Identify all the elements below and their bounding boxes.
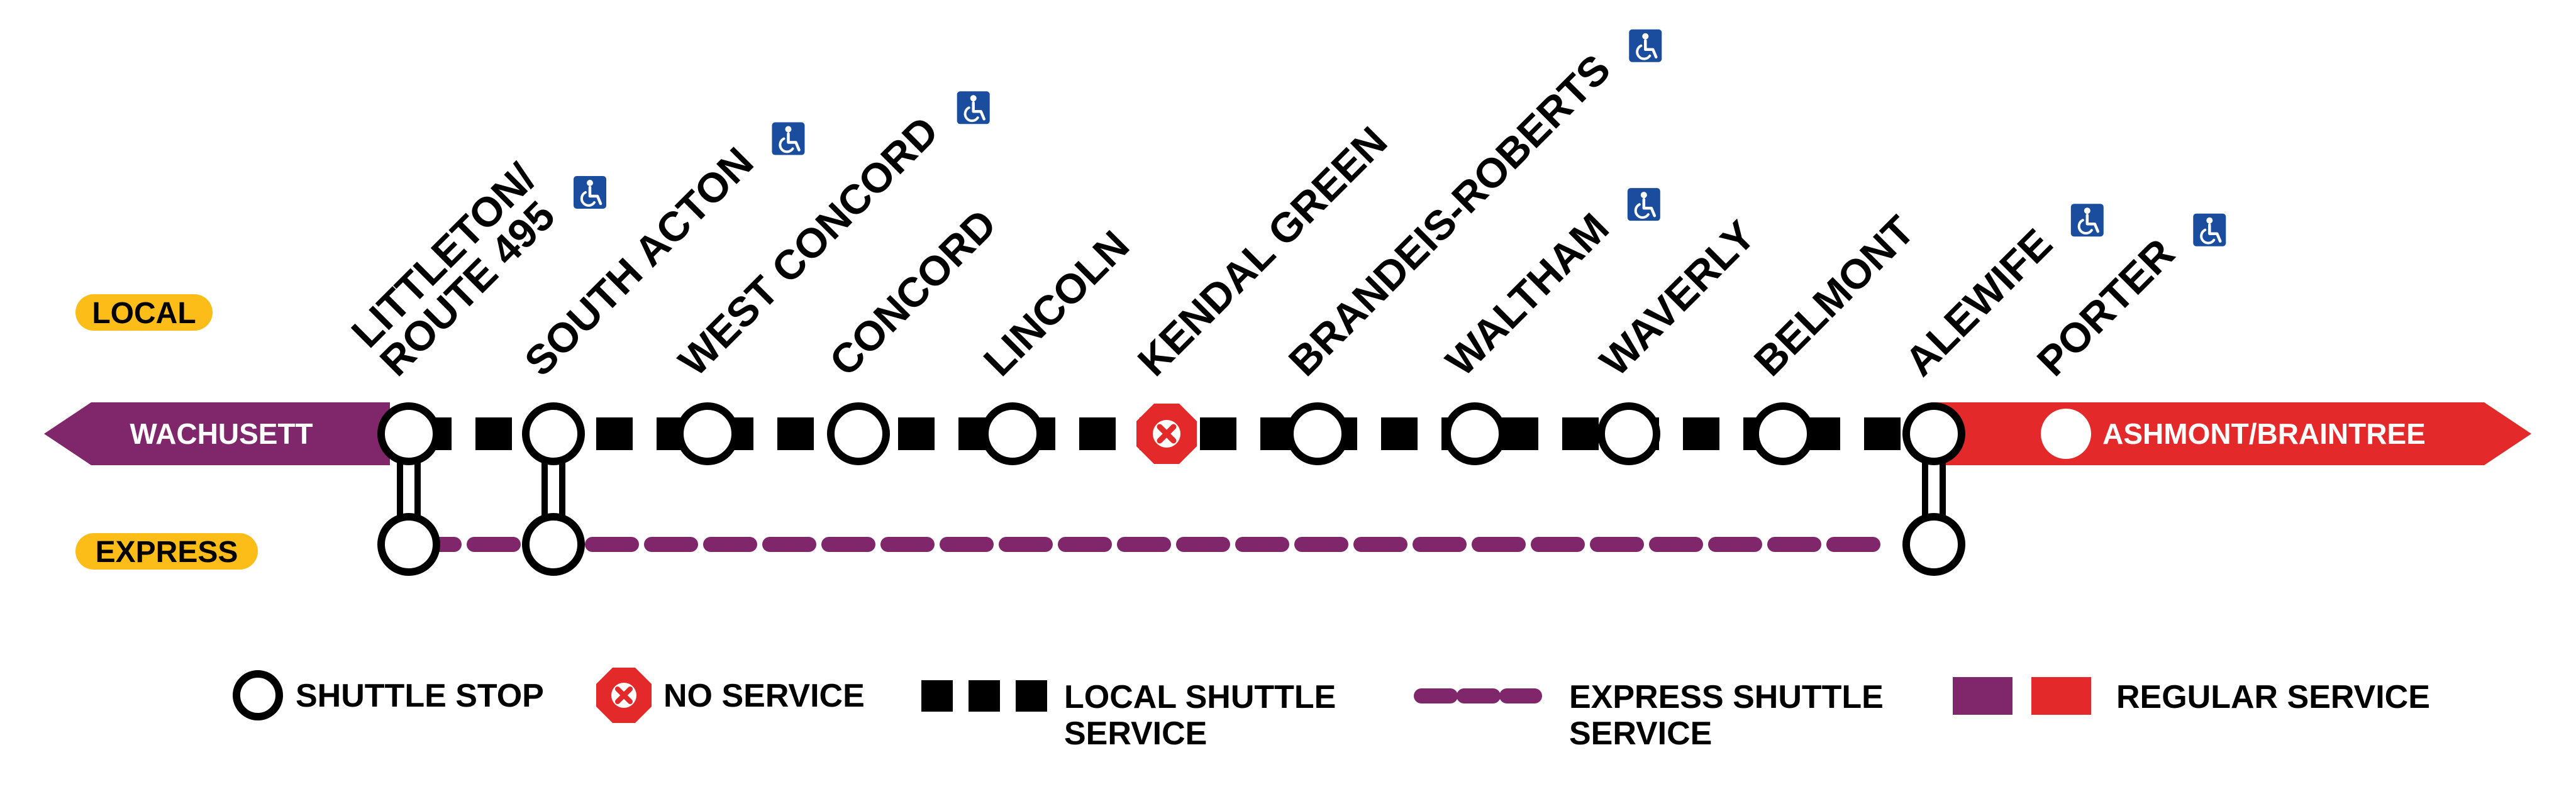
shuttle-stop-circle-icon [1752, 402, 1814, 465]
express-pill-label: EXPRESS [96, 536, 238, 569]
legend: SHUTTLE STOP NO SERVICE LOCAL SHUTTLE SE… [233, 668, 2430, 752]
wheelchair-icon [573, 176, 606, 209]
station-label-group: LINCOLN [975, 221, 1138, 385]
shuttle-stop-circle-icon [233, 670, 283, 720]
legend-express-shuttle-label-line1: EXPRESS SHUTTLE [1569, 679, 1884, 715]
station-name: LINCOLN [975, 221, 1138, 385]
west-endpoint-arrow: WACHUSETT [44, 402, 390, 465]
local-pill: LOCAL [75, 294, 213, 331]
wheelchair-icon [2193, 213, 2226, 246]
west-endpoint-label: WACHUSETT [130, 417, 313, 450]
east-endpoint-arrow: ASHMONT/BRAINTREE [1931, 402, 2531, 465]
station-label-group: WEST CONCORD [670, 108, 947, 385]
station-label-group: KENDAL GREEN [1129, 118, 1396, 385]
shuttle-stop-circle-icon [377, 402, 440, 465]
shuttle-stop-circle-icon [981, 402, 1044, 465]
wheelchair-icon [957, 91, 990, 124]
express-shuttle-stop-circle-icon [1902, 513, 1965, 576]
legend-no-service: NO SERVICE [596, 668, 865, 723]
legend-shuttle-stop: SHUTTLE STOP [233, 670, 544, 720]
no-service-x-icon [1136, 404, 1197, 464]
east-endpoint-label: ASHMONT/BRAINTREE [2102, 417, 2426, 450]
shuttle-stop-circle-icon [676, 402, 739, 465]
shuttle-stop-circle-icon [1443, 402, 1506, 465]
legend-shuttle-stop-label: SHUTTLE STOP [296, 678, 544, 714]
local-pill-label: LOCAL [92, 297, 196, 330]
shuttle-stop-circle-icon [1902, 402, 1965, 465]
wheelchair-icon [772, 122, 805, 155]
legend-express-shuttle: EXPRESS SHUTTLE SERVICE [1414, 679, 1884, 752]
legend-regular-service-label: REGULAR SERVICE [2116, 679, 2430, 715]
station-name: WEST CONCORD [670, 108, 947, 385]
regular-service-stop-icon [2041, 409, 2091, 459]
legend-no-service-label: NO SERVICE [663, 678, 865, 714]
legend-local-shuttle: LOCAL SHUTTLE SERVICE [921, 679, 1336, 752]
station-name: KENDAL GREEN [1129, 118, 1396, 385]
legend-express-shuttle-label-line2: SERVICE [1569, 715, 1712, 752]
shuttle-stop-circle-icon [1286, 402, 1349, 465]
no-service-x-icon [596, 668, 652, 723]
express-shuttle-stop-circle-icon [522, 513, 585, 576]
legend-regular-service: REGULAR SERVICE [1953, 677, 2430, 715]
wheelchair-icon [1627, 188, 1660, 221]
shuttle-stop-circle-icon [827, 402, 890, 465]
station-alewife: ALEWIFE [1896, 204, 2104, 576]
station-name: BELMONT [1745, 207, 1923, 385]
station-waverly: WAVERLY [1591, 212, 1764, 465]
shuttle-stop-circle-icon [1597, 402, 1660, 465]
shuttle-stop-circle-icon [522, 402, 585, 465]
station-south-acton: SOUTH ACTON [516, 122, 805, 576]
express-shuttle-stop-circle-icon [377, 513, 440, 576]
station-label-group: BELMONT [1745, 207, 1923, 385]
express-pill: EXPRESS [75, 533, 258, 570]
legend-local-shuttle-label-line2: SERVICE [1064, 715, 1207, 752]
wheelchair-icon [2070, 204, 2104, 237]
legend-local-shuttle-label-line1: LOCAL SHUTTLE [1064, 679, 1336, 715]
wheelchair-icon [1629, 29, 1662, 62]
